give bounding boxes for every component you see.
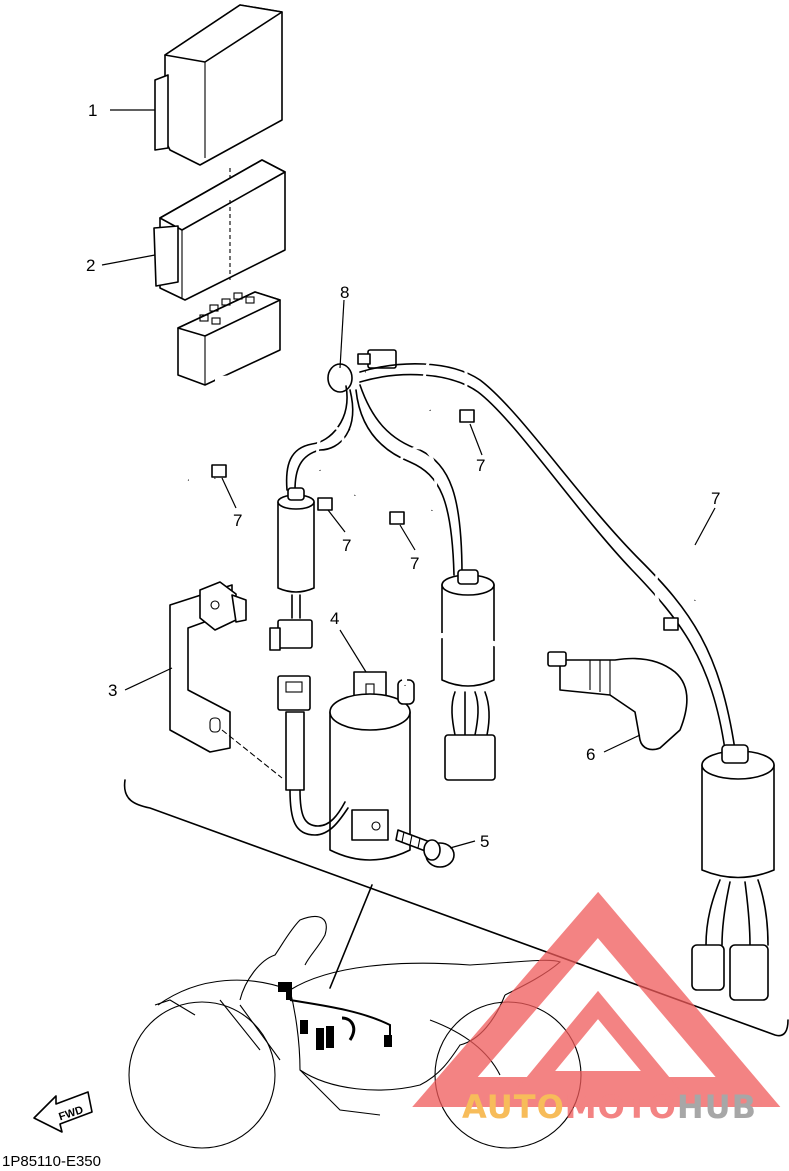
harness-coupler <box>177 291 281 386</box>
cdi-unit-part <box>154 4 283 166</box>
cdi-holder-part <box>153 159 286 301</box>
high-tension-lead <box>401 633 549 686</box>
spark-plug-cap-part <box>547 651 688 751</box>
callout-5: 5 <box>480 832 489 851</box>
callout-7-c: 7 <box>342 536 351 555</box>
harness-location-marker <box>278 982 392 1050</box>
callout-numbers: 1 2 3 4 5 6 7 7 7 7 7 8 <box>86 101 720 851</box>
bracket-part <box>169 581 247 753</box>
watermark: AUTOMOTOHUB <box>412 891 781 1126</box>
watermark-brand-hub: HUB <box>677 1088 757 1126</box>
callout-6: 6 <box>586 745 595 764</box>
cable-band-parts <box>163 343 705 631</box>
harness-branch-b <box>441 569 496 781</box>
fwd-arrow-icon: FWD <box>33 1091 93 1133</box>
watermark-brand-moto: MOTO <box>565 1088 677 1126</box>
callout-7-b: 7 <box>233 511 242 530</box>
ignition-coil-part <box>329 671 415 861</box>
diagram-code: 1P85110-E350 <box>2 1153 101 1170</box>
leader-lines <box>101 109 716 849</box>
callout-3: 3 <box>108 681 117 700</box>
coil-lead-coupler <box>277 675 349 836</box>
callout-7-d: 7 <box>410 554 419 573</box>
callout-2: 2 <box>86 256 95 275</box>
callout-7-a: 7 <box>476 456 485 475</box>
callout-8: 8 <box>340 283 349 302</box>
callout-4: 4 <box>330 609 339 628</box>
callout-1: 1 <box>88 101 97 120</box>
callout-7-e: 7 <box>711 489 720 508</box>
harness-branch-c <box>691 744 775 1001</box>
watermark-brand-auto: AUTO <box>462 1088 565 1126</box>
harness-branch-a <box>269 487 315 651</box>
wire-harness-part <box>214 349 736 751</box>
svg-text:AUTOMOTOHUB: AUTOMOTOHUB <box>462 1088 757 1126</box>
bolt-part <box>395 829 455 868</box>
watermark-inner-triangle-icon <box>516 990 680 1089</box>
location-frame <box>123 779 789 1037</box>
watermark-triangle-icon <box>412 891 781 1107</box>
